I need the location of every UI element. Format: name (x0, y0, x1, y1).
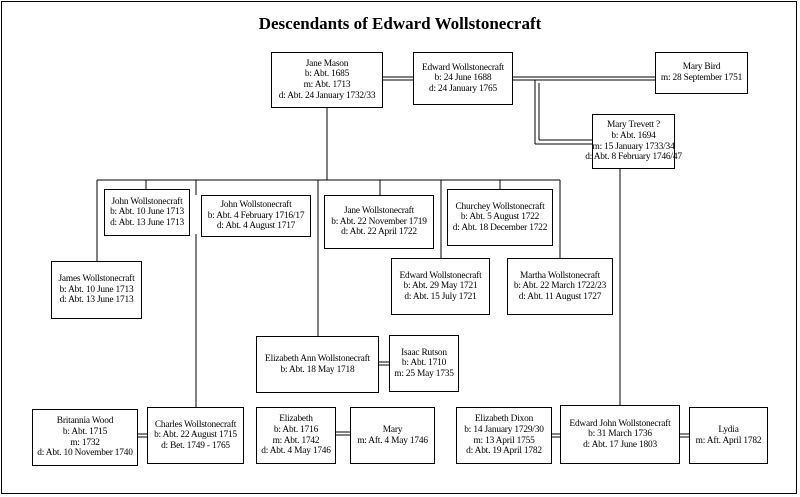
person-box-jane-mason[interactable]: Jane Mason b: Abt. 1685 m: Abt. 1713 d: … (271, 52, 383, 108)
person-marriage: m: 25 May 1735 (394, 368, 454, 379)
person-birth: b: Abt. 29 May 1721 (403, 281, 478, 292)
person-marriage: m: 13 April 1755 (473, 435, 535, 446)
person-death: d: Abt. 11 August 1727 (518, 291, 602, 302)
person-marriage: m: 15 January 1733/34 (592, 141, 675, 152)
person-name: Churchey Wollstonecraft (455, 201, 545, 212)
person-box-john-wollstonecraft-1[interactable]: John Wollstonecraft b: Abt. 10 June 1713… (104, 189, 190, 236)
person-name: Lydia (718, 424, 739, 435)
person-box-isaac-rutson[interactable]: Isaac Rutson b: Abt. 1710 m: 25 May 1735 (389, 335, 459, 392)
person-birth: b: Abt. 1715 (62, 426, 108, 437)
person-death: d: Abt. 13 June 1713 (59, 295, 134, 306)
person-marriage: m: Abt. 1742 (272, 435, 320, 446)
person-birth: b: Abt. 10 June 1713 (110, 207, 184, 218)
person-name: John Wollstonecraft (111, 196, 183, 207)
person-box-mary-trevett[interactable]: Mary Trevett ? b: Abt. 1694 m: 15 Januar… (585, 114, 682, 169)
person-name: Edward John Wollstonecraft (569, 418, 671, 429)
person-birth: b: Abt. 22 March 1722/23 (513, 281, 607, 292)
person-birth: b: 14 January 1729/30 (464, 424, 544, 435)
person-name: Jane Mason (305, 58, 349, 69)
person-birth: b: Abt. 10 June 1713 (59, 284, 134, 295)
person-marriage: m: 28 September 1751 (660, 73, 743, 83)
person-birth: b: Abt. 4 February 1716/17 (207, 210, 305, 221)
person-death: d: Abt. 19 April 1782 (466, 446, 542, 457)
person-death: d: Abt. 4 August 1717 (216, 221, 296, 232)
person-birth: b: Abt. 1710 (401, 358, 447, 369)
person-name: Elizabeth (279, 414, 313, 425)
person-box-elizabeth[interactable]: Elizabeth b: Abt. 1716 m: Abt. 1742 d: A… (256, 407, 336, 464)
person-box-john-wollstonecraft-2[interactable]: John Wollstonecraft b: Abt. 4 February 1… (201, 195, 311, 237)
person-death: d: Abt. 15 July 1721 (404, 291, 477, 302)
person-marriage: m: Aft. April 1782 (695, 435, 762, 446)
person-marriage: m: Abt. 1713 (303, 80, 351, 90)
person-birth: b: 24 June 1688 (434, 73, 492, 84)
person-death: d: Abt. 24 January 1732/33 (278, 90, 376, 101)
person-name: Martha Wollstonecraft (520, 270, 600, 281)
person-name: Edward Wollstonecraft (399, 270, 482, 281)
person-birth: b: Abt. 22 August 1715 (154, 430, 237, 441)
person-name: Elizabeth Ann Wollstonecraft (265, 353, 370, 364)
person-box-martha-wollstonecraft[interactable]: Martha Wollstonecraft b: Abt. 22 March 1… (507, 258, 613, 315)
chart-title: Descendants of Edward Wollstonecraft (258, 14, 542, 33)
person-death: d: Bet. 1749 - 1765 (161, 440, 230, 451)
person-box-edward-wollstonecraft[interactable]: Edward Wollstonecraft b: 24 June 1688 d:… (413, 52, 513, 105)
person-name: Britannia Wood (56, 416, 114, 427)
person-death: d: Abt. 22 April 1722 (341, 227, 417, 238)
person-death: d: 24 January 1765 (428, 83, 497, 94)
person-birth: b: 31 March 1736 (588, 429, 652, 440)
person-name: Charles Wollstonecraft (154, 419, 237, 430)
person-box-mary-bird[interactable]: Mary Bird m: 28 September 1751 (655, 52, 748, 94)
person-birth: b: Abt. 5 August 1722 (460, 212, 540, 223)
person-box-britannia-wood[interactable]: Britannia Wood b: Abt. 1715 m: 1732 d: A… (32, 409, 138, 466)
person-box-jane-wollstonecraft[interactable]: Jane Wollstonecraft b: Abt. 22 November … (324, 195, 434, 249)
person-birth: b: Abt. 22 November 1719 (331, 216, 427, 227)
person-name: Mary (382, 424, 403, 435)
person-name: Mary Bird (682, 62, 721, 73)
person-box-mary[interactable]: Mary m: Aft. 4 May 1746 (350, 407, 435, 464)
person-death: d: Abt. 13 June 1713 (110, 217, 184, 228)
person-name: Edward Wollstonecraft (421, 62, 505, 73)
person-box-edward-wollstonecraft-2[interactable]: Edward Wollstonecraft b: Abt. 29 May 172… (391, 258, 490, 315)
person-birth: b: Abt. 1716 (273, 424, 319, 435)
person-name: Jane Wollstonecraft (344, 206, 414, 217)
person-death: d: Abt. 18 December 1722 (452, 222, 548, 233)
person-box-edward-john-wollstonecraft[interactable]: Edward John Wollstonecraft b: 31 March 1… (560, 405, 680, 464)
person-name: James Wollstonecraft (58, 274, 135, 285)
person-name: Isaac Rutson (401, 347, 447, 358)
person-marriage: m: 1732 (70, 437, 100, 448)
person-name: Elizabeth Dixon (474, 414, 534, 425)
person-marriage: m: Aft. 4 May 1746 (357, 435, 428, 446)
person-box-elizabeth-ann-wollstonecraft[interactable]: Elizabeth Ann Wollstonecraft b: Abt. 18 … (256, 336, 379, 393)
person-birth: b: Abt. 1694 (611, 130, 656, 141)
person-box-churchey-wollstonecraft[interactable]: Churchey Wollstonecraft b: Abt. 5 August… (447, 189, 553, 246)
person-box-lydia[interactable]: Lydia m: Aft. April 1782 (689, 407, 768, 464)
person-name: John Wollstonecraft (220, 200, 292, 211)
person-box-elizabeth-dixon[interactable]: Elizabeth Dixon b: 14 January 1729/30 m:… (456, 407, 552, 464)
person-name: Mary Trevett ? (607, 120, 660, 131)
person-death: d: Abt. 17 June 1803 (583, 439, 657, 450)
person-death: d: Abt. 4 May 1746 (261, 446, 331, 457)
person-box-charles-wollstonecraft[interactable]: Charles Wollstonecraft b: Abt. 22 August… (147, 407, 244, 464)
person-birth: b: Abt. 1685 (304, 69, 350, 80)
person-birth: b: Abt. 18 May 1718 (280, 364, 355, 375)
person-death: d: Abt. 10 November 1740 (37, 448, 133, 459)
person-death: d: Abt. 8 February 1746/47 (585, 152, 682, 163)
person-box-james-wollstonecraft[interactable]: James Wollstonecraft b: Abt. 10 June 171… (51, 261, 142, 319)
